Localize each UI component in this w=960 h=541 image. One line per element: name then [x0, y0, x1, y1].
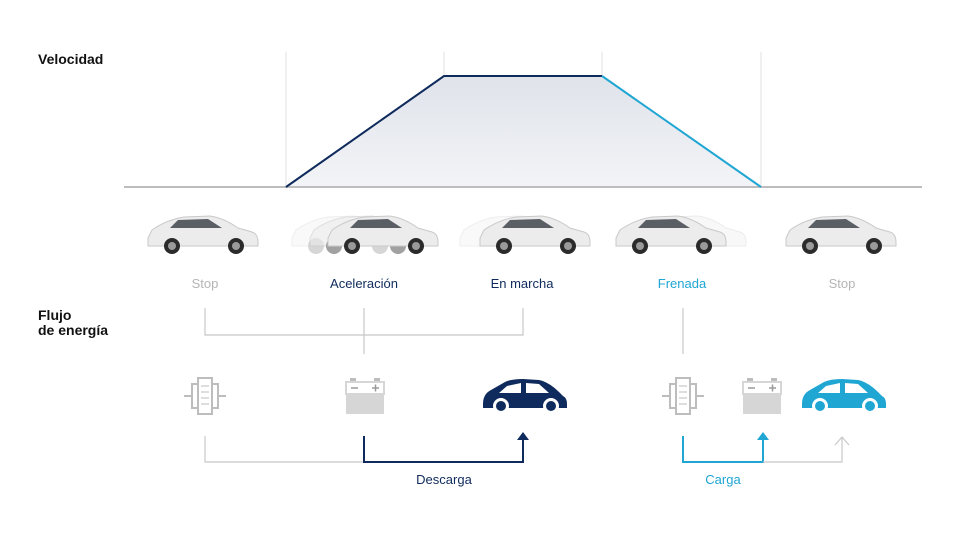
charge-flow-line — [682, 436, 764, 463]
electric-motor-icon — [184, 377, 226, 415]
battery-icon — [345, 378, 385, 414]
speed-area — [286, 76, 761, 187]
speed-heading: Velocidad — [38, 51, 104, 67]
flow-gray-right — [763, 437, 843, 463]
car-stop-2 — [785, 215, 897, 254]
phase-label-cruising: En marcha — [490, 276, 554, 291]
discharge-flow-line — [363, 436, 524, 463]
phase-label-stop-end: Stop — [828, 276, 856, 291]
phase-label-braking: Frenada — [657, 276, 707, 291]
energy-flow-heading: Flujo de energía — [38, 308, 108, 338]
flow-gray-right-arrow — [834, 436, 850, 446]
phase-label-acceleration: Aceleración — [330, 276, 398, 291]
speed-line-braking — [601, 75, 762, 188]
charge-label: Carga — [705, 472, 741, 487]
car-braking — [615, 215, 747, 254]
flow-gray-left — [204, 436, 364, 463]
discharge-arrow-head — [517, 432, 529, 440]
energy-flow-heading-line1: Flujo — [38, 307, 72, 323]
car-stop-1 — [147, 215, 259, 254]
discharge-label: Descarga — [416, 472, 472, 487]
charge-arrow-head — [757, 432, 769, 440]
car-icon — [483, 379, 567, 414]
battery-icon — [742, 378, 782, 414]
speed-line-accel — [285, 75, 602, 188]
car-icon — [802, 379, 886, 414]
phase-label-stop-start: Stop — [191, 276, 219, 291]
energy-flow-heading-line2: de energía — [38, 322, 109, 338]
car-cruising — [459, 215, 591, 254]
car-acceleration — [291, 215, 439, 254]
electric-motor-icon — [662, 377, 704, 415]
